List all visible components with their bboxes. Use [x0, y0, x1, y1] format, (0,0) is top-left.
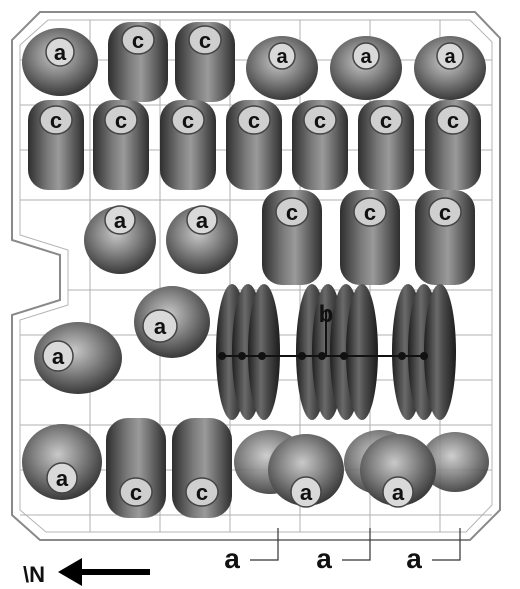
glass-label: c: [314, 108, 326, 133]
glass: c: [108, 22, 168, 102]
cup: a: [414, 36, 486, 100]
cup-label: a: [360, 46, 372, 68]
glass-label: c: [132, 28, 144, 53]
callouts: [250, 528, 460, 560]
glass: c: [358, 100, 414, 190]
cup-label: a: [392, 480, 405, 505]
cup: a: [166, 206, 238, 274]
glass-label: c: [50, 108, 62, 133]
row-1: a c c a a a: [22, 22, 486, 102]
glass: c: [292, 100, 348, 190]
row-4: a a: [34, 284, 456, 420]
cup: a: [34, 322, 122, 394]
cup: a: [134, 286, 210, 358]
glass-label: c: [364, 200, 376, 225]
glass: c: [172, 418, 232, 518]
callout-label: a: [406, 543, 422, 574]
arrow-left-icon: [58, 558, 150, 586]
glass-label: c: [130, 480, 142, 505]
callout-label: a: [316, 543, 332, 574]
glass-label: c: [380, 108, 392, 133]
cup-label: a: [52, 344, 65, 369]
cup-label: a: [300, 480, 313, 505]
glass: c: [425, 100, 481, 190]
direction-mark: \N: [23, 562, 45, 587]
cup-label: a: [154, 314, 167, 339]
cup-label: a: [276, 46, 288, 68]
glass: c: [226, 100, 282, 190]
cup-label: a: [196, 208, 209, 233]
glass: c: [160, 100, 216, 190]
plates: b: [216, 284, 456, 420]
row-2: c c c c c c c: [28, 100, 481, 190]
glass-label: c: [196, 480, 208, 505]
glass-label: c: [248, 108, 260, 133]
plate-label: b: [319, 301, 334, 328]
glass: c: [175, 22, 235, 102]
row-3: a a c c c: [84, 190, 475, 285]
glass-label: c: [447, 108, 459, 133]
glass-label: c: [182, 108, 194, 133]
glass: c: [340, 190, 400, 285]
cup: a: [22, 424, 102, 500]
glass: c: [262, 190, 322, 285]
cup: a: [84, 206, 156, 274]
cup-label: a: [114, 208, 127, 233]
cup: a: [22, 28, 98, 96]
cup-label: a: [444, 46, 456, 68]
cup: a: [330, 36, 402, 100]
glass-label: c: [199, 28, 211, 53]
row-5: a c c a a: [22, 418, 489, 518]
cup-label: a: [54, 40, 67, 65]
glass-label: c: [286, 200, 298, 225]
cup: a: [360, 434, 436, 507]
glass: c: [28, 100, 84, 190]
glass: c: [106, 418, 166, 518]
cup-label: a: [56, 466, 69, 491]
cup: a: [268, 434, 344, 507]
glass-label: c: [439, 200, 451, 225]
glass: c: [93, 100, 149, 190]
glass-label: c: [115, 108, 127, 133]
callout-label: a: [224, 543, 240, 574]
glass: c: [415, 190, 475, 285]
cup: a: [246, 36, 318, 100]
